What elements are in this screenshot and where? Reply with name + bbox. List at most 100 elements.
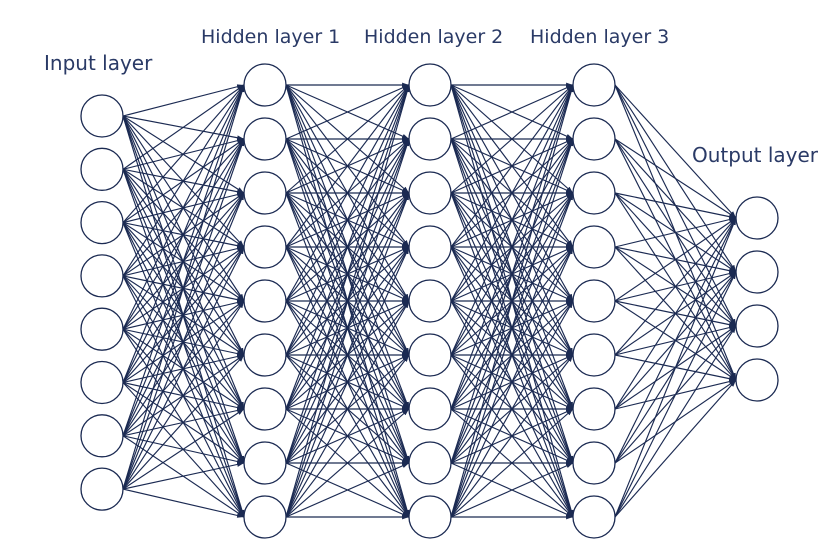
h2-neuron-5 — [408, 279, 452, 323]
edge-h3-8-to-output-1 — [614, 217, 737, 464]
hidden-layer-2-label: Hidden layer 2 — [364, 26, 504, 48]
edge-h2-9-to-h3-5 — [450, 300, 574, 518]
edge-h1-9-to-h2-7 — [285, 408, 410, 518]
edge-h2-6-to-h3-1 — [450, 84, 574, 356]
edge-h1-9-to-h2-8 — [285, 462, 410, 518]
edge-h2-9-to-h3-4 — [450, 246, 574, 518]
output-neuron-1 — [735, 196, 779, 240]
edge-h1-7-to-h2-1 — [285, 84, 410, 410]
h1-neuron-8 — [243, 441, 287, 485]
edge-input-3-to-h1-1 — [122, 84, 245, 223]
output-neuron-2 — [735, 250, 779, 294]
edge-h3-2-to-output-1 — [614, 138, 737, 219]
edge-input-4-to-h1-1 — [122, 84, 245, 277]
h3-neuron-7 — [572, 387, 616, 431]
h1-neuron-3 — [243, 171, 287, 215]
edge-h2-2-to-h3-1 — [450, 84, 574, 140]
neuron-nodes — [80, 63, 779, 539]
edge-input-7-to-h1-1 — [122, 84, 245, 436]
h3-neuron-6 — [572, 333, 616, 377]
edge-h2-9-to-h3-8 — [450, 462, 574, 518]
h3-neuron-2 — [572, 117, 616, 161]
input-neuron-7 — [80, 414, 124, 458]
edge-input-8-to-h1-1 — [122, 84, 245, 490]
edge-input-1-to-h1-1 — [122, 84, 245, 117]
edge-h1-3-to-h2-1 — [285, 84, 410, 194]
edge-h2-3-to-h3-1 — [450, 84, 574, 194]
edge-h2-5-to-h3-1 — [450, 84, 574, 302]
output-layer-label: Output layer — [692, 143, 819, 167]
edge-input-8-to-h1-3 — [122, 192, 245, 490]
edge-h3-9-to-output-2 — [614, 271, 737, 518]
input-layer-label: Input layer — [44, 51, 153, 75]
h1-neuron-6 — [243, 333, 287, 377]
edge-h2-9-to-h3-6 — [450, 354, 574, 518]
h2-neuron-3 — [408, 171, 452, 215]
edge-input-8-to-h1-5 — [122, 300, 245, 490]
edge-h2-4-to-h3-1 — [450, 84, 574, 248]
h3-neuron-5 — [572, 279, 616, 323]
h3-neuron-4 — [572, 225, 616, 269]
h2-neuron-2 — [408, 117, 452, 161]
edge-input-6-to-h1-1 — [122, 84, 245, 383]
h2-neuron-8 — [408, 441, 452, 485]
edge-h1-8-to-h2-1 — [285, 84, 410, 464]
input-neuron-5 — [80, 307, 124, 351]
edge-input-8-to-h1-6 — [122, 354, 245, 490]
h1-neuron-2 — [243, 117, 287, 161]
h1-neuron-4 — [243, 225, 287, 269]
output-neuron-3 — [735, 304, 779, 348]
edge-h1-2-to-h2-1 — [285, 84, 410, 140]
edge-h2-9-to-h3-1 — [450, 84, 574, 518]
h2-neuron-7 — [408, 387, 452, 431]
h3-neuron-9 — [572, 495, 616, 539]
h1-neuron-9 — [243, 495, 287, 539]
h1-neuron-1 — [243, 63, 287, 107]
input-neuron-3 — [80, 200, 124, 245]
edge-h3-6-to-output-1 — [614, 217, 737, 356]
h3-neuron-8 — [572, 441, 616, 485]
output-neuron-4 — [735, 358, 779, 402]
edge-input-8-to-h1-8 — [122, 462, 245, 490]
edge-h2-9-to-h3-7 — [450, 408, 574, 518]
edge-h3-3-to-output-1 — [614, 192, 737, 219]
input-neuron-8 — [80, 467, 124, 511]
h1-neuron-5 — [243, 279, 287, 323]
edge-h1-5-to-h2-1 — [285, 84, 410, 302]
edge-input-8-to-h1-9 — [122, 488, 245, 518]
input-neuron-6 — [80, 360, 124, 405]
edge-h2-9-to-h3-2 — [450, 138, 574, 518]
edge-input-8-to-h1-4 — [122, 246, 245, 490]
edge-h3-4-to-output-1 — [614, 217, 737, 248]
edge-h1-9-to-h2-6 — [285, 354, 410, 518]
h3-neuron-3 — [572, 171, 616, 215]
edge-h1-9-to-h2-3 — [285, 192, 410, 518]
edge-h2-9-to-h3-3 — [450, 192, 574, 518]
edge-h3-9-to-output-1 — [614, 217, 737, 518]
h2-neuron-9 — [408, 495, 452, 539]
edge-input-8-to-h1-7 — [122, 408, 245, 490]
h3-neuron-1 — [572, 63, 616, 107]
edge-h1-9-to-h2-5 — [285, 300, 410, 518]
connection-edges — [122, 82, 737, 520]
edge-h1-9-to-h2-2 — [285, 138, 410, 518]
edge-h2-8-to-h3-1 — [450, 84, 574, 464]
input-neuron-1 — [80, 94, 124, 138]
edge-h1-9-to-h2-1 — [285, 84, 410, 518]
edge-h3-9-to-output-3 — [614, 325, 737, 518]
input-neuron-4 — [80, 254, 124, 298]
h1-neuron-7 — [243, 387, 287, 431]
edge-h1-9-to-h2-4 — [285, 246, 410, 518]
edge-input-2-to-h1-1 — [122, 84, 245, 170]
edge-h3-5-to-output-1 — [614, 217, 737, 302]
edge-h3-7-to-output-1 — [614, 217, 737, 410]
edge-h1-4-to-h2-1 — [285, 84, 410, 248]
h2-neuron-1 — [408, 63, 452, 107]
edge-h1-6-to-h2-1 — [285, 84, 410, 356]
edge-h3-9-to-output-4 — [614, 379, 737, 518]
hidden-layer-3-label: Hidden layer 3 — [530, 26, 670, 48]
input-neuron-2 — [80, 147, 124, 191]
edge-h2-7-to-h3-1 — [450, 84, 574, 410]
